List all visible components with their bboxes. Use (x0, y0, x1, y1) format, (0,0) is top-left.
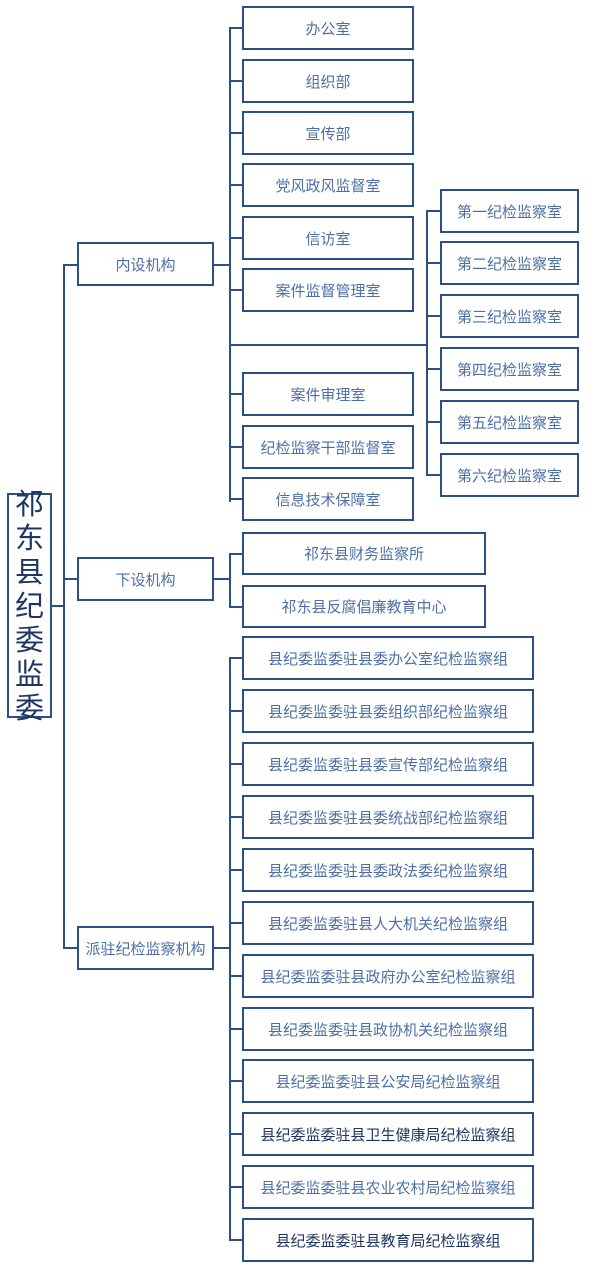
sub-room-node: 第一纪检监察室 (440, 189, 579, 233)
root-char: 纪 (14, 588, 44, 623)
leaf-connector (229, 446, 243, 448)
leaf-connector (426, 210, 441, 212)
internal-split-line (229, 344, 427, 346)
root-char: 委 (14, 622, 44, 657)
leaf-connector (229, 763, 243, 765)
internal-connector (63, 264, 78, 266)
stationed-item-node: 县纪委监委驻县公安局纪检监察组 (242, 1059, 534, 1103)
stationed-item-node: 县纪委监委驻县委组织部纪检监察组 (242, 689, 534, 733)
internal-item-node: 案件监督管理室 (242, 268, 414, 312)
leaf-connector (229, 184, 243, 186)
root-char: 监 (14, 656, 44, 691)
internal-branch-node: 内设机构 (77, 242, 214, 286)
leaf-connector (229, 1186, 243, 1188)
leaf-connector (229, 657, 243, 659)
leaf-connector (426, 474, 441, 476)
internal-item-node: 纪检监察干部监督室 (242, 425, 414, 469)
internal-item-node: 信访室 (242, 216, 414, 260)
leaf-connector (229, 498, 243, 500)
leaf-connector (426, 315, 441, 317)
leaf-connector (229, 869, 243, 871)
internal-trunk (229, 28, 231, 502)
leaf-connector (229, 710, 243, 712)
internal-item-node: 宣传部 (242, 111, 414, 155)
subordinate-branch-node: 下设机构 (77, 557, 214, 601)
stationed-out-line (213, 947, 230, 949)
leaf-connector (426, 368, 441, 370)
leaf-connector (229, 27, 243, 29)
leaf-connector (229, 1080, 243, 1082)
stationed-item-node: 县纪委监委驻县农业农村局纪检监察组 (242, 1165, 534, 1209)
stationed-item-node: 县纪委监委驻县政府办公室纪检监察组 (242, 954, 534, 998)
leaf-connector (229, 80, 243, 82)
sub-room-node: 第二纪检监察室 (440, 241, 579, 285)
stationed-item-node: 县纪委监委驻县委宣传部纪检监察组 (242, 742, 534, 786)
stationed-connector (63, 947, 78, 949)
stationed-item-node: 县纪委监委驻县卫生健康局纪检监察组 (242, 1112, 534, 1156)
stationed-item-node: 县纪委监委驻县委统战部纪检监察组 (242, 795, 534, 839)
stationed-item-node: 县纪委监委驻县委政法委纪检监察组 (242, 848, 534, 892)
leaf-connector (229, 132, 243, 134)
internal-item-node: 党风政风监督室 (242, 163, 414, 207)
leaf-connector (229, 237, 243, 239)
leaf-connector (426, 262, 441, 264)
root-char: 祁 (14, 486, 44, 521)
leaf-connector (229, 289, 243, 291)
stationed-item-node: 县纪委监委驻县教育局纪检监察组 (242, 1218, 534, 1262)
leaf-connector (229, 1239, 243, 1241)
sub-room-node: 第四纪检监察室 (440, 347, 579, 391)
root-char: 委 (14, 690, 44, 725)
internal-out-line (213, 264, 230, 266)
leaf-connector (229, 1028, 243, 1030)
root-char: 东 (14, 520, 44, 555)
sub-room-node: 第五纪检监察室 (440, 400, 579, 444)
root-trunk (63, 264, 65, 948)
leaf-connector (229, 816, 243, 818)
leaf-connector (229, 606, 243, 608)
stationed-item-node: 县纪委监委驻县委办公室纪检监察组 (242, 636, 534, 680)
internal-item-node: 信息技术保障室 (242, 477, 414, 521)
root-char: 县 (14, 554, 44, 589)
internal-item-node: 案件审理室 (242, 372, 414, 416)
internal-item-node: 组织部 (242, 59, 414, 103)
subordinate-out-line (213, 578, 230, 580)
leaf-connector (229, 553, 243, 555)
leaf-connector (229, 393, 243, 395)
sub-room-node: 第三纪检监察室 (440, 294, 579, 338)
leaf-connector (229, 1133, 243, 1135)
stationed-branch-node: 派驻纪检监察机构 (77, 926, 214, 970)
root-node: 祁 东 县 纪 委 监 委 (7, 487, 52, 725)
subordinate-item-node: 祁东县财务监察所 (242, 532, 486, 575)
leaf-connector (229, 922, 243, 924)
sub-room-node: 第六纪检监察室 (440, 453, 579, 497)
subordinate-connector (63, 578, 78, 580)
stationed-item-node: 县纪委监委驻县人大机关纪检监察组 (242, 901, 534, 945)
leaf-connector (229, 975, 243, 977)
internal-item-node: 办公室 (242, 6, 414, 50)
subordinate-trunk (229, 553, 231, 606)
leaf-connector (426, 421, 441, 423)
subordinate-item-node: 祁东县反腐倡廉教育中心 (242, 585, 486, 628)
sub-rooms-trunk (426, 211, 428, 475)
stationed-trunk (229, 658, 231, 1240)
root-connector (50, 605, 64, 607)
stationed-item-node: 县纪委监委驻县政协机关纪检监察组 (242, 1007, 534, 1051)
